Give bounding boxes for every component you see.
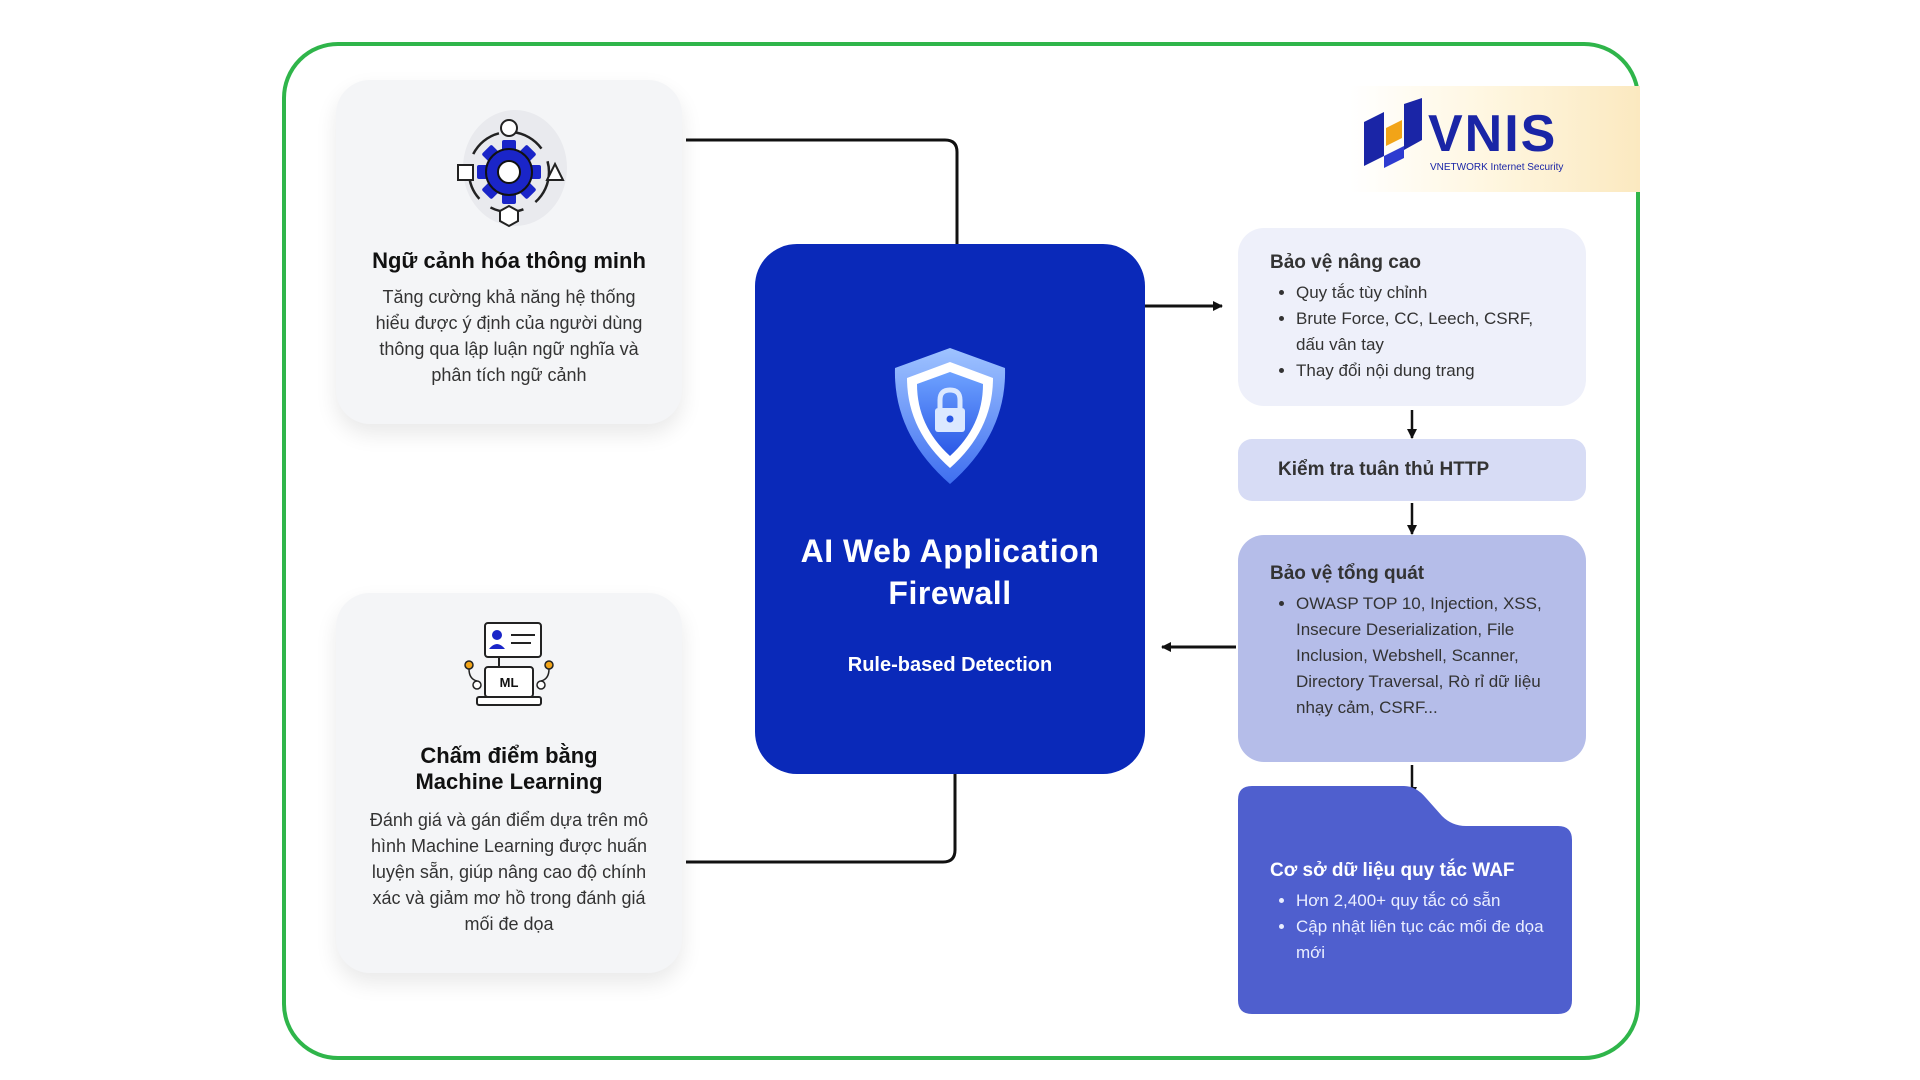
folder-shape xyxy=(1238,786,1572,1014)
logo-brand: VNIS xyxy=(1428,105,1558,163)
card-smart-contextualization: Ngữ cảnh hóa thông minh Tăng cường khả n… xyxy=(336,80,682,424)
box-list: Hơn 2,400+ quy tắc có sẵn Cập nhật liên … xyxy=(1270,888,1560,966)
vnis-logo: VNIS VNETWORK Internet Security xyxy=(1350,86,1640,192)
connector-context-to-center xyxy=(686,138,959,244)
box-waf-rules-database: Cơ sở dữ liệu quy tắc WAF Hơn 2,400+ quy… xyxy=(1238,786,1572,1014)
core-title-line-2: Firewall xyxy=(888,575,1012,611)
connector-ml-to-center xyxy=(686,774,957,864)
list-item: Brute Force, CC, Leech, CSRF, dấu vân ta… xyxy=(1296,306,1566,358)
list-item: OWASP TOP 10, Injection, XSS, Insecure D… xyxy=(1296,591,1566,721)
box-http-compliance: Kiểm tra tuân thủ HTTP xyxy=(1238,439,1586,501)
box-title: Cơ sở dữ liệu quy tắc WAF xyxy=(1270,860,1515,881)
core-title-line-1: AI Web Application xyxy=(800,533,1100,569)
ml-laptop-icon: ML xyxy=(464,622,554,706)
card-ml-scoring: ML Chấm điểm bằng Machine Learning Đánh … xyxy=(336,593,682,973)
card-description: Tăng cường khả năng hệ thống hiểu được ý… xyxy=(375,287,643,385)
list-item: Quy tắc tùy chỉnh xyxy=(1296,280,1566,306)
card-description: Đánh giá và gán điểm dựa trên mô hình Ma… xyxy=(369,810,649,934)
list-item: Thay đổi nội dung trang xyxy=(1296,358,1566,384)
core-title: AI Web Application Firewall xyxy=(755,530,1145,614)
ai-waf-core: AI Web Application Firewall Rule-based D… xyxy=(755,244,1145,774)
ml-label: ML xyxy=(500,675,519,690)
card-title: Chấm điểm bằng Machine Learning xyxy=(364,743,654,795)
box-title: Bảo vệ nâng cao xyxy=(1270,252,1421,273)
box-title: Bảo vệ tổng quát xyxy=(1270,563,1425,584)
diagram-frame xyxy=(282,42,1640,1060)
list-item: Cập nhật liên tục các mối đe dọa mới xyxy=(1296,914,1560,966)
box-general-protection: Bảo vệ tổng quát OWASP TOP 10, Injection… xyxy=(1238,535,1586,762)
box-list: OWASP TOP 10, Injection, XSS, Insecure D… xyxy=(1270,591,1566,721)
gear-shapes-icon xyxy=(457,110,567,228)
box-advanced-protection: Bảo vệ nâng cao Quy tắc tùy chỉnh Brute … xyxy=(1238,228,1586,406)
shield-lock-icon xyxy=(894,348,1006,484)
vnis-logo-icon xyxy=(1364,98,1422,168)
folder-content: Cơ sở dữ liệu quy tắc WAF Hơn 2,400+ quy… xyxy=(1270,858,1560,966)
logo-tagline: VNETWORK Internet Security xyxy=(1430,162,1564,173)
card-title-line-1: Chấm điểm bằng xyxy=(420,743,598,768)
core-subtitle: Rule-based Detection xyxy=(847,654,1053,676)
box-list: Quy tắc tùy chỉnh Brute Force, CC, Leech… xyxy=(1270,280,1566,384)
box-title: Kiểm tra tuân thủ HTTP xyxy=(1278,459,1490,480)
card-title: Ngữ cảnh hóa thông minh xyxy=(372,248,646,273)
list-item: Hơn 2,400+ quy tắc có sẵn xyxy=(1296,888,1560,914)
card-title-line-2: Machine Learning xyxy=(415,769,603,794)
